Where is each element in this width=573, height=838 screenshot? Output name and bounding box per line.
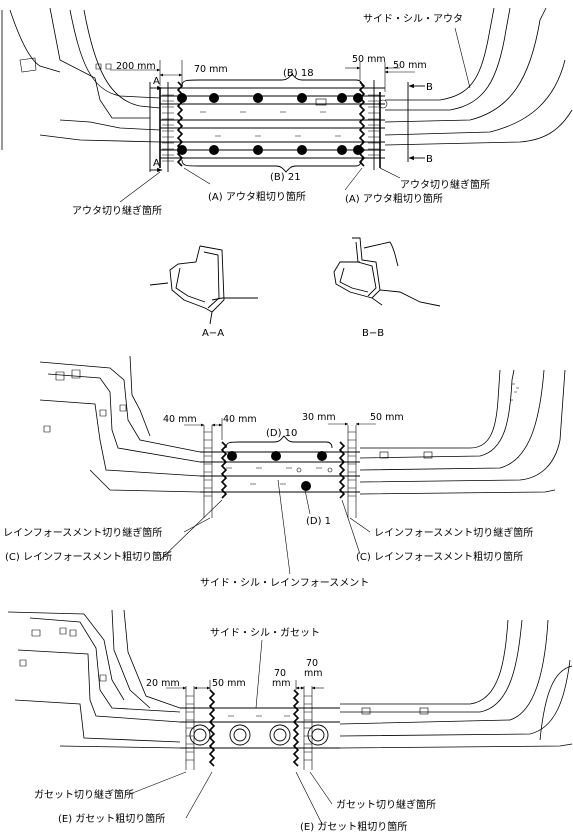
spot-weld-dot [271, 451, 281, 461]
label-gusset-join-right: ガセット切り継ぎ箇所 [336, 798, 436, 811]
label-b-18: (B) 18 [283, 68, 314, 79]
body-outline-right-2 [359, 369, 566, 495]
body-outline-left-1 [1, 7, 161, 150]
panel-sill-gusset: サイド・シル・ガセット 20 mm 50 mm 70 mm 70 mm ガセット… [7, 609, 573, 833]
spot-weld-dot [253, 93, 263, 103]
brace-top-reinforcement [225, 435, 333, 449]
label-outer-join-right: アウタ切り継ぎ箇所 [400, 178, 490, 191]
dim-30mm: 30 mm [302, 412, 336, 423]
spot-weld-dot [209, 145, 219, 155]
dim-20mm: 20 mm [146, 678, 180, 689]
dim-70mm-a-unit: mm [272, 678, 291, 689]
dim-70mm: 70 mm [194, 64, 228, 75]
spot-welds-outer [177, 93, 363, 155]
label-e-rough-left: (E) ガセット粗切り箇所 [58, 812, 165, 825]
label-a-rough-left: (A) アウタ粗切り箇所 [208, 190, 306, 203]
dim-50mm-b: 50 mm [393, 60, 427, 71]
dimension-lines-gusset [129, 639, 333, 825]
spot-weld-dot [297, 93, 307, 103]
label-gusset-join-left: ガセット切り継ぎ箇所 [34, 788, 134, 801]
body-outline-right-1 [384, 7, 573, 146]
spot-weld-dot [227, 451, 237, 461]
mark-a-top: A [153, 76, 160, 87]
spot-weld-dot [337, 93, 347, 103]
dim-200mm: 200 mm [116, 61, 156, 72]
dim-50mm: 50 mm [212, 678, 246, 689]
dim-40mm-a: 40 mm [163, 414, 197, 425]
sill-gusset-beam [180, 707, 340, 749]
brace-top-outer [181, 73, 363, 87]
sill-outer-beam [160, 87, 388, 159]
dim-50mm-a: 50 mm [352, 54, 386, 65]
label-side-sill-gusset: サイド・シル・ガセット [210, 627, 320, 639]
label-c-rough-right: (C) レインフォースメント粗切り箇所 [356, 550, 523, 563]
dim-40mm-b: 40 mm [223, 414, 257, 425]
body-outline-left-3 [7, 609, 181, 749]
label-b-21: (B) 21 [270, 172, 301, 183]
body-outline-left-2 [39, 355, 201, 493]
dim-70mm-b-num: 70 [306, 658, 318, 669]
label-outer-join-left: アウタ切り継ぎ箇所 [72, 204, 162, 217]
label-e-rough-right: (E) ガセット粗切り箇所 [300, 820, 407, 833]
label-side-sill-outer: サイド・シル・アウタ [363, 13, 463, 25]
label-a-rough-right: (A) アウタ粗切り箇所 [345, 192, 443, 205]
label-side-sill-reinforcement: サイド・シル・レインフォースメント [200, 577, 369, 589]
dim-50mm: 50 mm [370, 412, 404, 423]
label-d-1: (D) 1 [306, 516, 331, 527]
mark-a-bottom: A [153, 158, 160, 169]
cut-lines-reinforcement [203, 425, 357, 518]
label-section-b-b: B−B [362, 328, 384, 339]
spot-weld-dot [301, 481, 311, 491]
section-a-a [149, 245, 258, 325]
label-d-10: (D) 10 [266, 428, 297, 439]
sill-reinforcement-beam [200, 451, 360, 493]
panel-sill-outer: サイド・シル・アウタ 200 mm 70 mm 50 mm 50 mm (B) … [1, 7, 573, 217]
spot-weld-dot [177, 93, 187, 103]
spot-weld-dot [317, 451, 327, 461]
label-c-rough-left: (C) レインフォースメント粗切り箇所 [5, 550, 172, 563]
mark-b-top: B [426, 82, 433, 93]
spot-weld-dot [177, 145, 187, 155]
cut-lines-gusset [185, 686, 313, 770]
spot-weld-dot [337, 145, 347, 155]
panel-sill-reinforcement: 40 mm 40 mm 30 mm 50 mm (D) 10 (D) 1 レイン… [3, 355, 566, 589]
section-views: A−A B−B [149, 237, 441, 339]
dimension-lines-reinforcement [159, 418, 376, 575]
spot-welds-reinforcement [227, 451, 327, 491]
brace-bottom-outer [181, 157, 363, 173]
label-reinf-join-right: レインフォースメント切り継ぎ箇所 [374, 526, 533, 539]
spot-weld-dot [297, 145, 307, 155]
spot-weld-dot [353, 145, 363, 155]
spot-weld-dot [353, 93, 363, 103]
spot-weld-dot [253, 145, 263, 155]
spot-weld-dot [209, 93, 219, 103]
body-outline-right-3 [339, 619, 573, 749]
dim-70mm-b-unit: mm [304, 668, 323, 679]
dimension-lines-outer [110, 27, 471, 203]
section-b-b [333, 237, 441, 307]
dim-70mm-a-num: 70 [274, 668, 286, 679]
mark-b-bottom: B [426, 154, 433, 165]
label-section-a-a: A−A [202, 328, 224, 339]
label-reinf-join-left: レインフォースメント切り継ぎ箇所 [3, 526, 162, 539]
